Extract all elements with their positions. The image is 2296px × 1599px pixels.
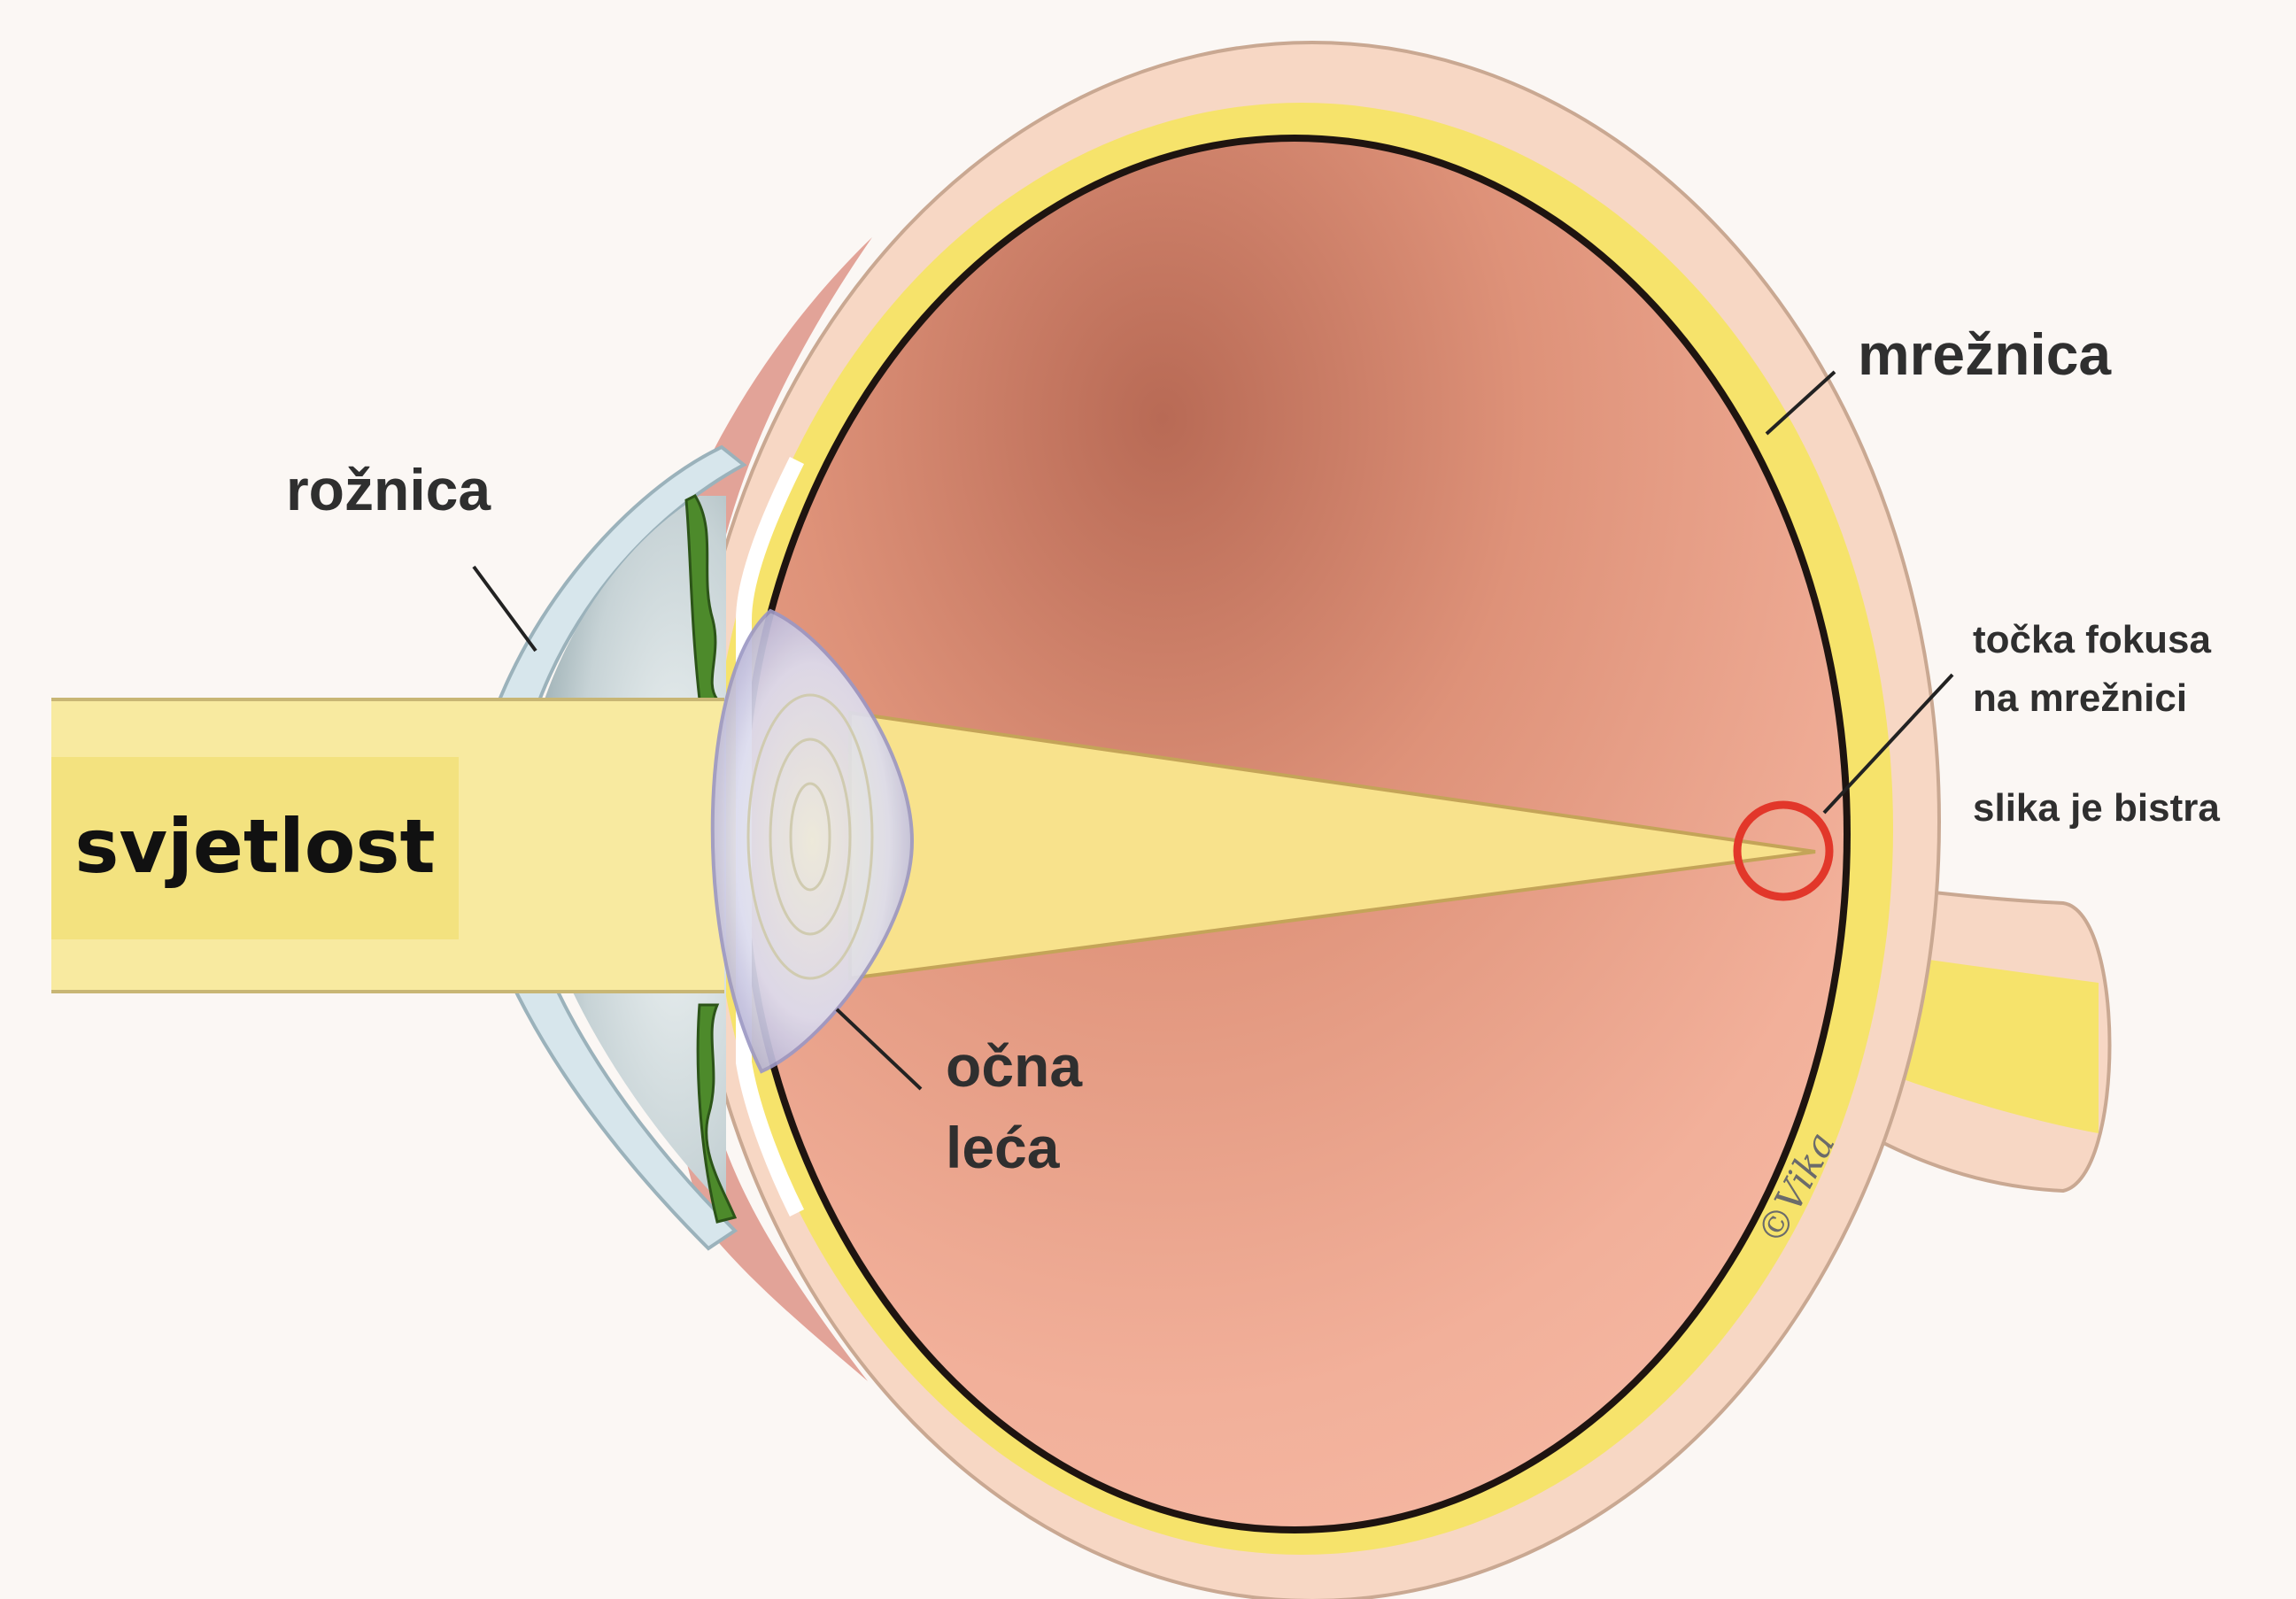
lens-label-line1: očna xyxy=(946,1025,1082,1107)
lens-label-line2: leća xyxy=(946,1107,1082,1188)
lens-label: očna leća xyxy=(946,1025,1082,1188)
cornea-leader-line xyxy=(474,567,536,651)
focus-label-line1: točka fokusa xyxy=(1973,611,2211,669)
image-clear-label: slika je bistra xyxy=(1973,786,2220,830)
focus-label-line2: na mrežnici xyxy=(1973,669,2211,728)
focus-point-label: točka fokusa na mrežnici xyxy=(1973,611,2211,728)
light-label: svjetlost xyxy=(51,797,459,896)
cornea-label: rožnica xyxy=(286,456,491,523)
retina-label: mrežnica xyxy=(1858,321,2111,388)
